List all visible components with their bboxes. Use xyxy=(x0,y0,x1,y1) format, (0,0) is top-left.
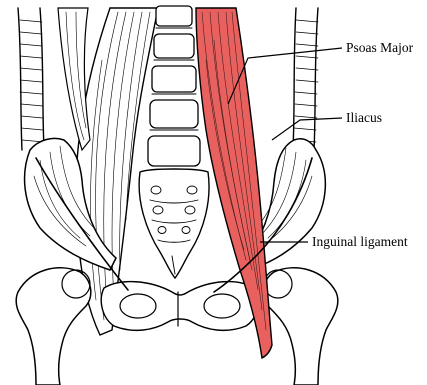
label-psoas-major: Psoas Major xyxy=(346,40,414,55)
label-iliacus: Iliacus xyxy=(346,110,382,125)
label-inguinal-ligament: Inguinal ligament xyxy=(312,234,408,249)
